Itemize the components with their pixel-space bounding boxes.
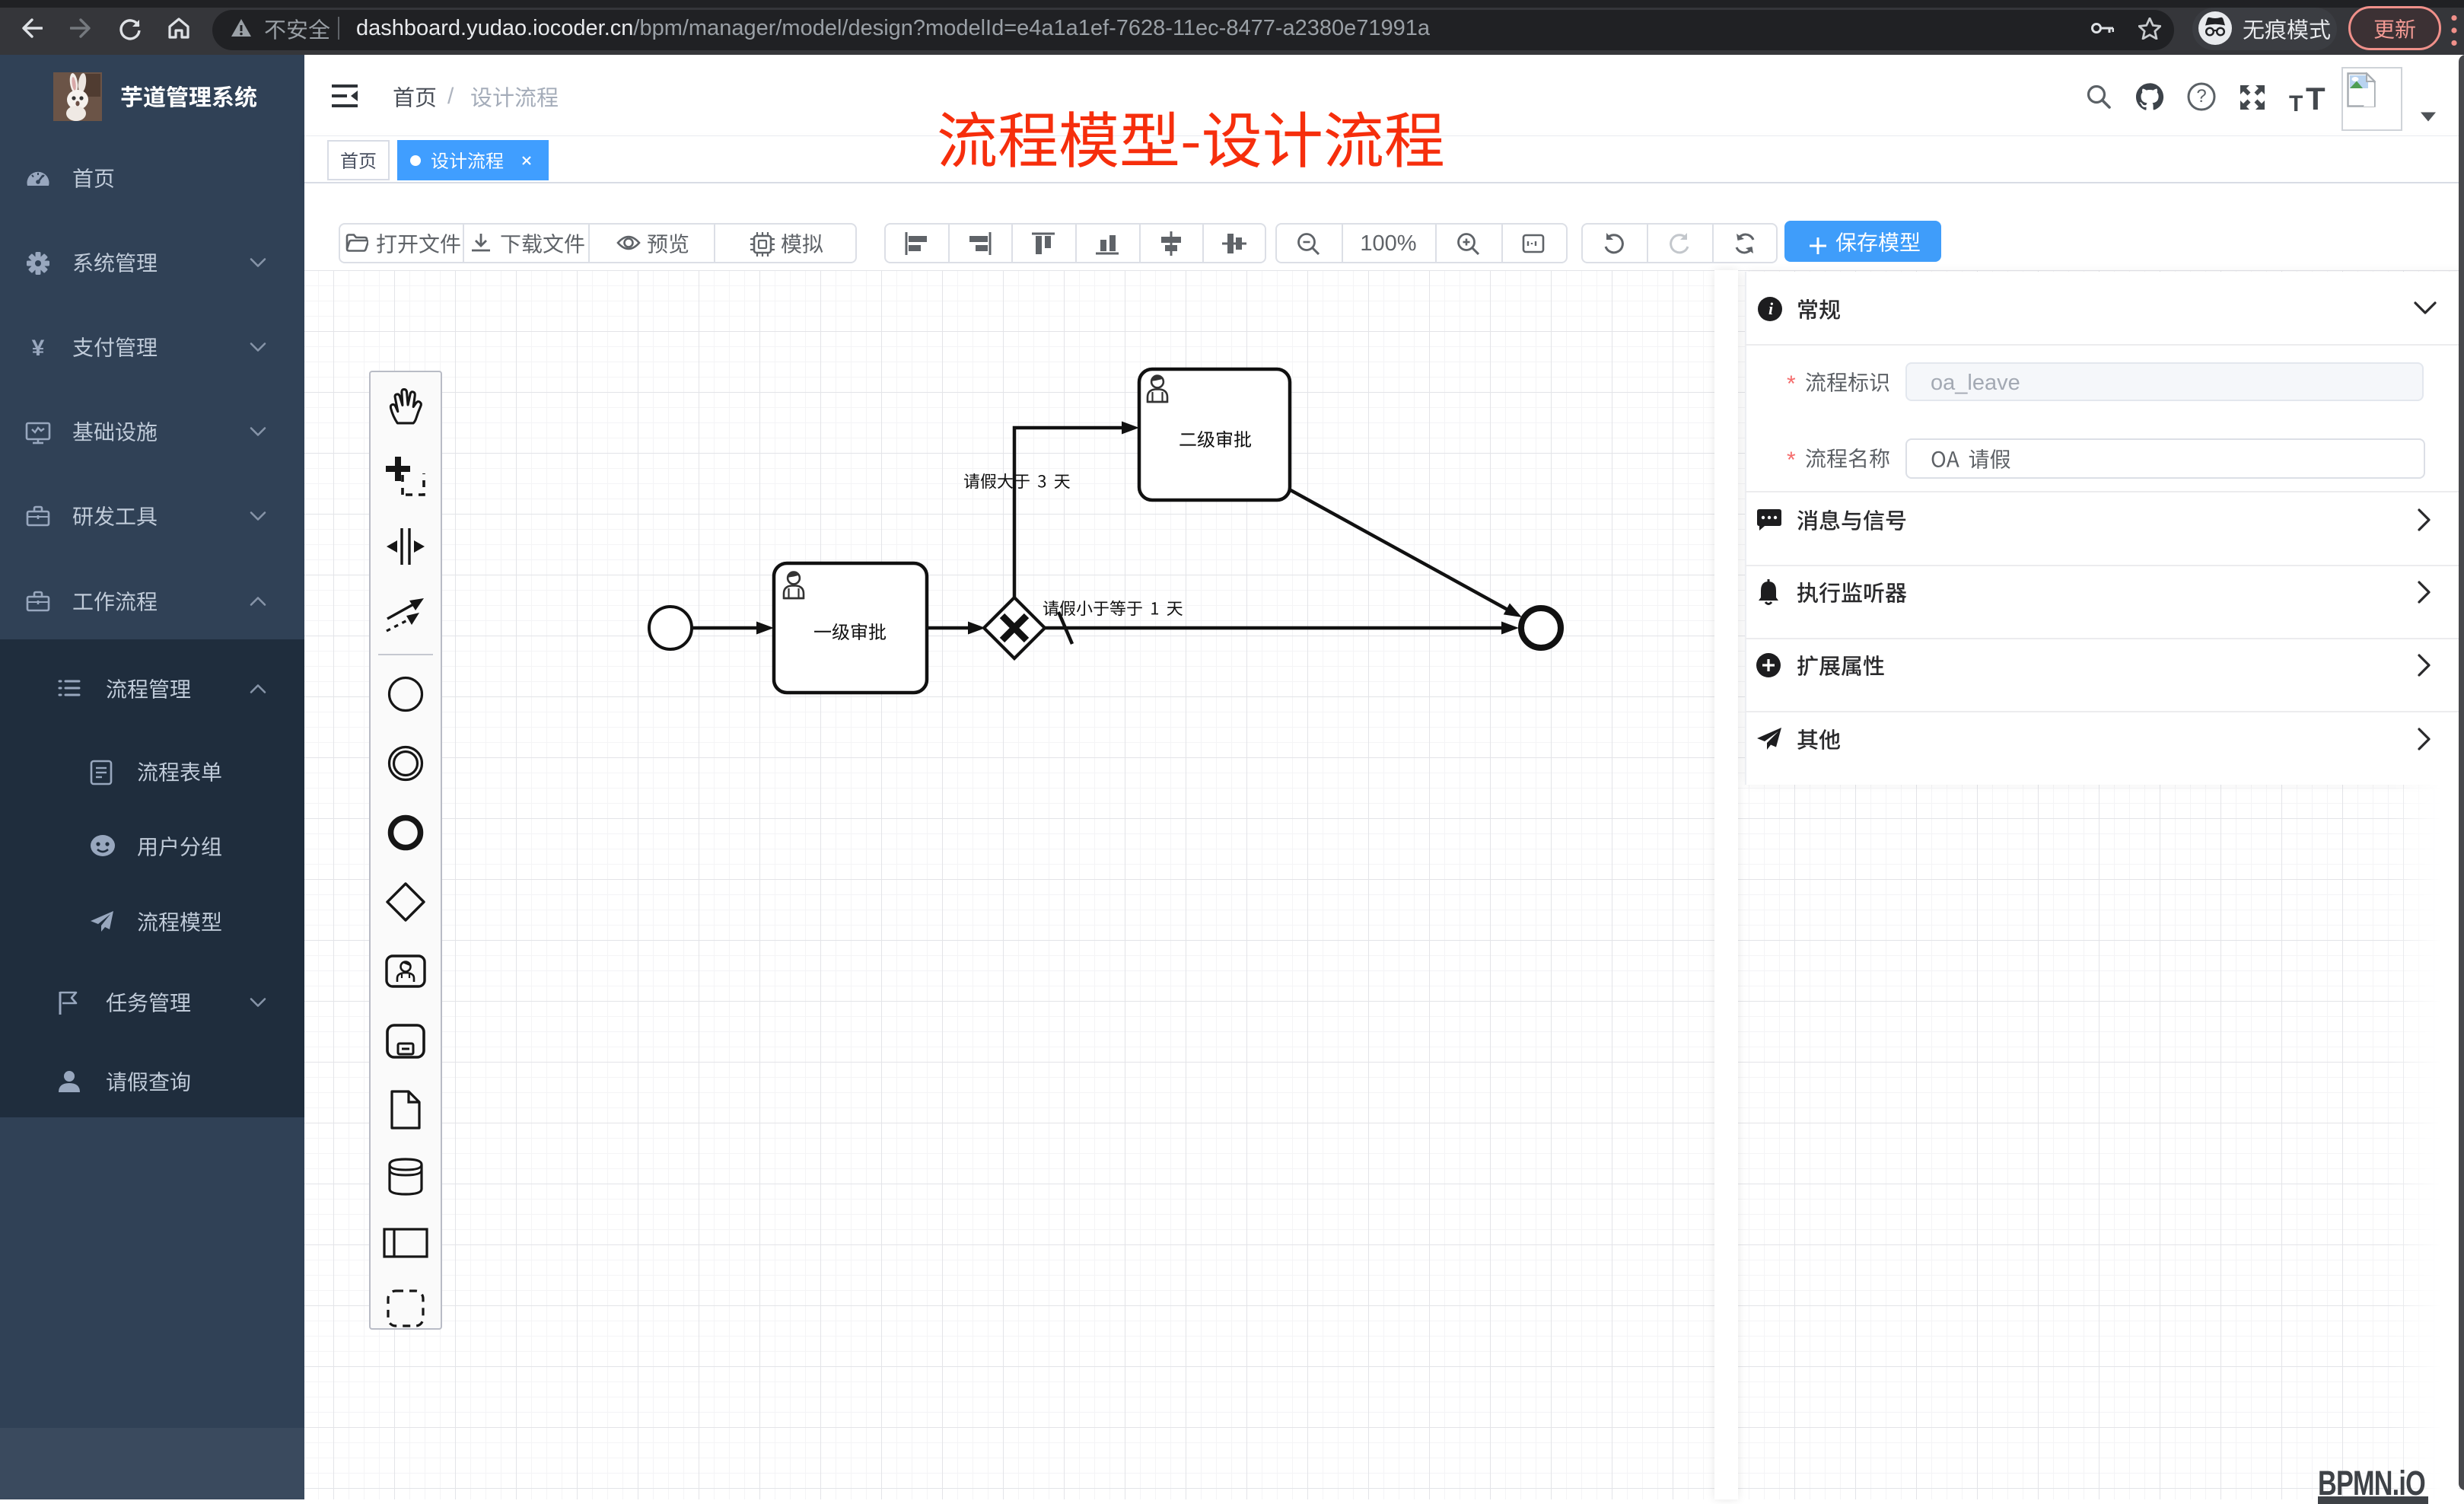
svg-text:i: i <box>1768 299 1774 318</box>
svg-text:?: ? <box>2196 86 2206 107</box>
svg-text:¥: ¥ <box>32 336 45 361</box>
